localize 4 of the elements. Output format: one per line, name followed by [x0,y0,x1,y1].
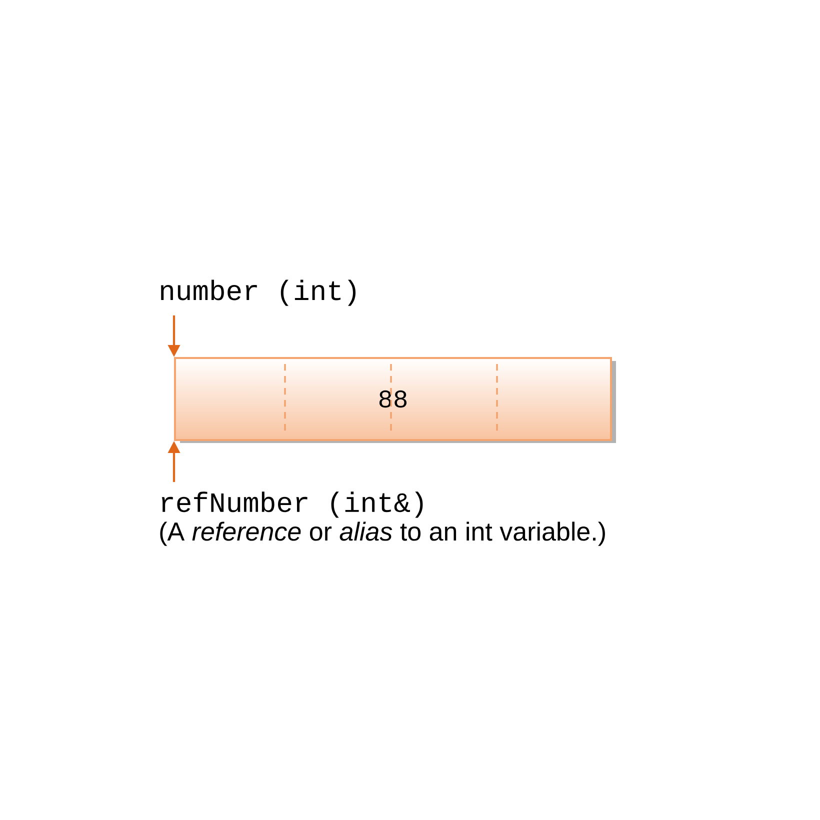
description-text: (A reference or alias to an int variable.) [160,522,605,546]
memory-box: 88 [174,357,616,443]
variable-label: number (int) [161,280,356,306]
variable-label: refNumber (int&) [162,492,423,518]
